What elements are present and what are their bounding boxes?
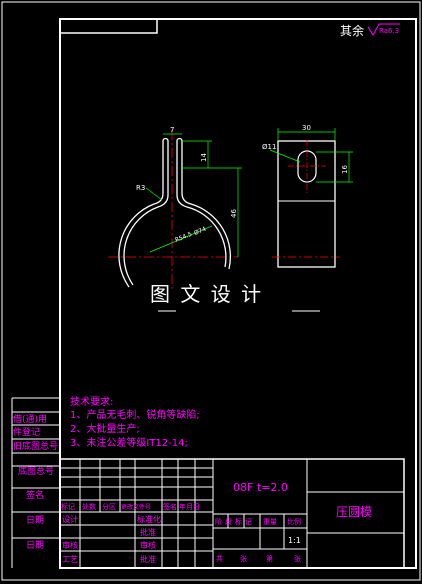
watermark-text: 图 文 设 计	[150, 282, 263, 306]
dim-d11-leader	[269, 149, 301, 163]
sheet-unit-1: 张	[240, 554, 247, 563]
role-review: 审核	[62, 540, 78, 550]
left-label-6: 日期	[26, 515, 44, 526]
corner-tab	[59, 19, 158, 34]
row-header-5: 签名	[163, 502, 177, 511]
tech-req-item-1: 1、产品无毛刺、锐角等缺陷;	[70, 408, 200, 421]
std-role-3: 审核	[140, 540, 156, 550]
std-role-4: 批准	[140, 554, 156, 564]
left-label-7: 日期	[26, 540, 44, 551]
dim-diameter: Ø74	[193, 226, 207, 237]
material-spec: 08F t=2.0	[233, 481, 288, 494]
role-design: 设计	[62, 514, 78, 524]
dim-14: 14	[200, 153, 208, 162]
row-header-1: 标记	[61, 502, 75, 511]
roughness-value: Ra6.3	[379, 27, 399, 35]
row-header-3: 分区	[102, 502, 116, 511]
left-label-1: 借(通)用	[13, 413, 47, 425]
stage-header-1: 阶段标记	[215, 517, 255, 526]
std-role-1: 标准化	[137, 514, 161, 524]
dim-dia-leader	[149, 225, 213, 253]
tech-req-item-3: 3、未注公差等级IT12-14;	[70, 436, 188, 449]
left-label-4: 底图总号	[18, 465, 54, 477]
part-outline-front	[118, 137, 232, 288]
row-header-2: 处数	[82, 502, 96, 511]
left-margin-table	[11, 397, 60, 568]
scale-value: 1:1	[288, 536, 301, 545]
slot-hole	[297, 150, 317, 183]
dim-r-arc: R54.5	[174, 231, 193, 244]
sheet-total: 共	[216, 554, 223, 563]
stage-header-2: 重量	[263, 518, 277, 526]
sheet-nth: 第	[266, 554, 273, 563]
dim-7: 7	[170, 126, 174, 134]
dim-r3-leader	[145, 187, 163, 201]
tech-req-title: 技术要求:	[70, 395, 113, 408]
tech-req-item-2: 2、大批量生产;	[70, 422, 140, 435]
std-role-2: 批准	[140, 527, 156, 537]
sheet-unit-2: 张	[294, 554, 301, 563]
dim-r3: R3	[136, 184, 145, 192]
dim-16: 16	[341, 165, 349, 174]
row-header-4: 更改文件号	[121, 503, 151, 511]
left-label-3: 旧底图总号	[13, 440, 58, 452]
roughness-symbol	[367, 23, 400, 36]
part-name: 压圆模	[336, 505, 372, 519]
left-label-5: 签名	[26, 489, 44, 501]
row-header-6: 年月日	[179, 502, 200, 511]
dim-46: 46	[230, 209, 238, 218]
title-block-grid	[59, 458, 405, 569]
stage-header-3: 比例	[287, 517, 301, 526]
left-label-2: 件登记	[13, 426, 40, 438]
surface-finish-prefix: 其余	[340, 23, 364, 38]
side-view-body	[277, 140, 336, 268]
dim-30: 30	[302, 124, 311, 132]
role-process: 工艺	[62, 555, 78, 564]
dim-d11: Ø11	[262, 143, 276, 151]
